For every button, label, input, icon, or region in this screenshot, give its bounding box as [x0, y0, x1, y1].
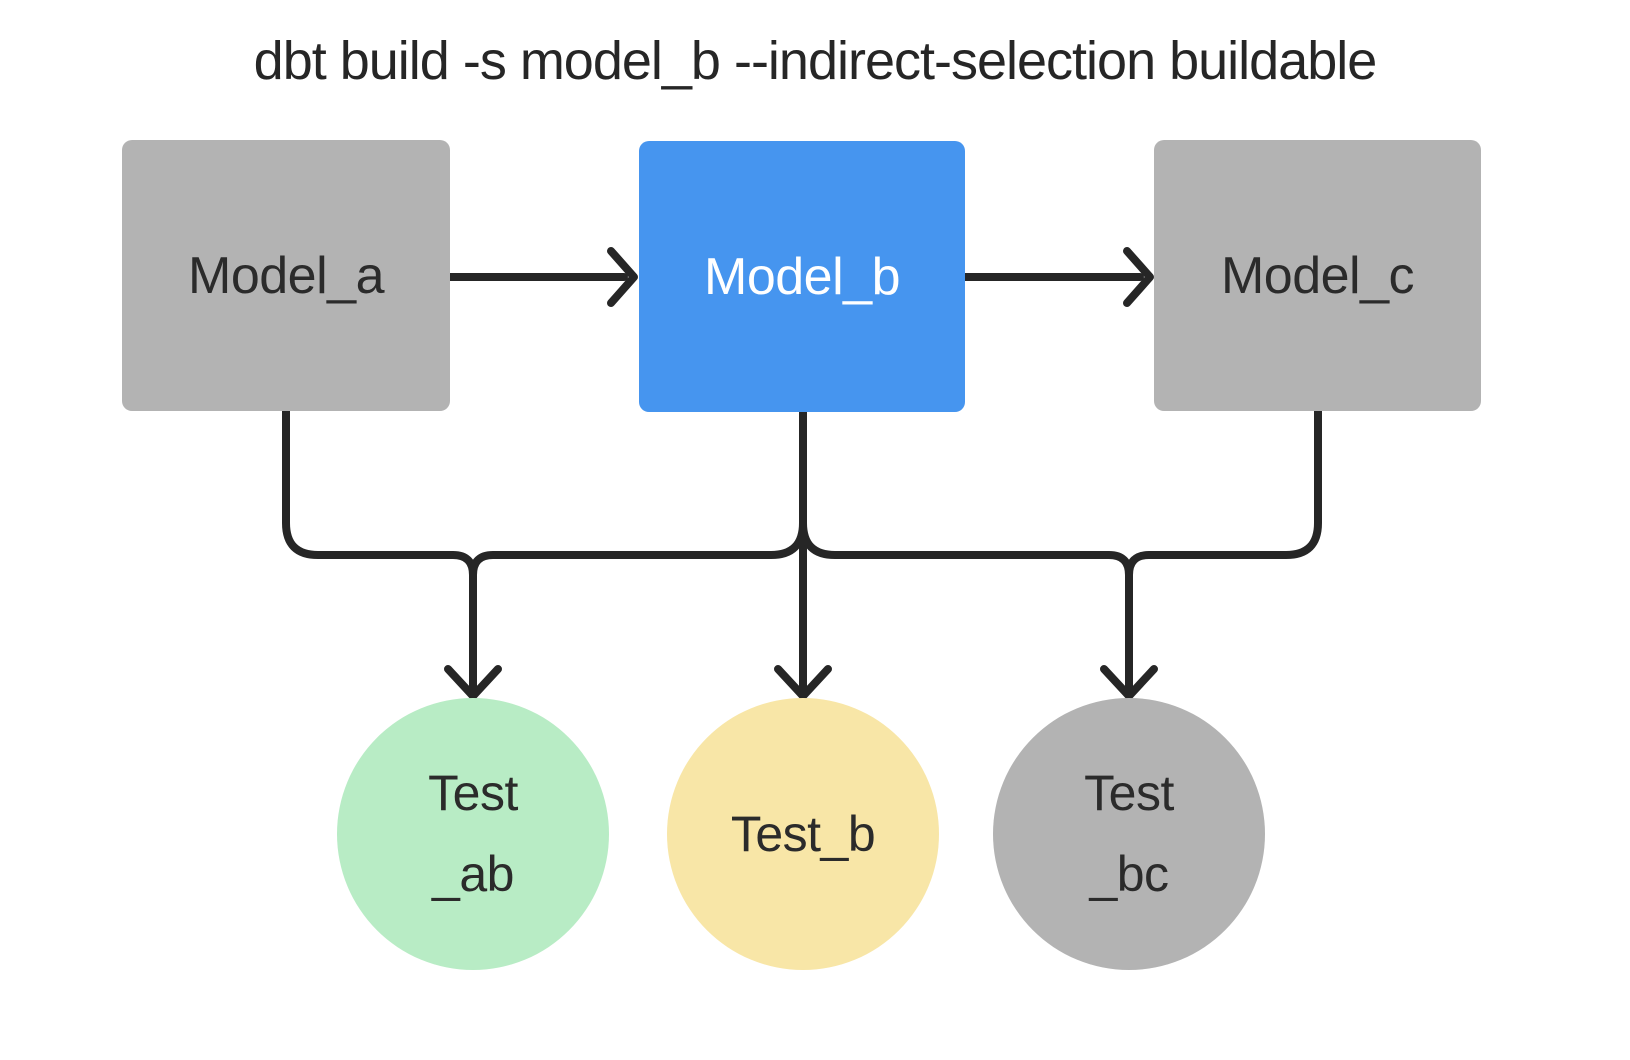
- node-test-bc: Test _bc: [993, 698, 1265, 970]
- edge-to-test-bc-arrowhead-icon: [1100, 665, 1158, 700]
- node-test-bc-label-line1: Test: [1084, 765, 1174, 821]
- edge-model-a-to-model-b-arrowhead-icon: [607, 247, 638, 307]
- edge-model-b-to-model-c-arrowhead-icon: [1123, 247, 1154, 307]
- node-model-a: Model_a: [122, 140, 450, 411]
- edge-model-b-to-test-bc: [799, 408, 1133, 579]
- node-test-ab: Test _ab: [337, 698, 609, 970]
- node-model-b: Model_b: [639, 141, 965, 412]
- edge-to-test-b-arrowhead-icon: [774, 665, 832, 700]
- node-test-b: Test_b: [667, 698, 939, 970]
- node-test-ab-label-line2: _ab: [432, 846, 514, 902]
- node-model-c-label: Model_c: [1220, 246, 1415, 305]
- node-model-a-label: Model_a: [188, 246, 384, 305]
- node-test-b-label: Test_b: [730, 805, 876, 862]
- edge-to-test-ab-arrowhead-icon: [444, 665, 502, 700]
- edge-model-b-to-test-ab: [469, 408, 807, 579]
- node-test-ab-label-line1: Test: [428, 765, 518, 821]
- node-model-b-label: Model_b: [704, 247, 900, 306]
- edge-model-c-to-test-bc: [1125, 407, 1322, 694]
- node-model-c: Model_c: [1154, 140, 1481, 411]
- node-test-bc-label-line2: _bc: [1089, 846, 1169, 902]
- diagram-title: dbt build -s model_b --indirect-selectio…: [253, 31, 1378, 91]
- edge-model-a-to-test-ab: [282, 407, 477, 694]
